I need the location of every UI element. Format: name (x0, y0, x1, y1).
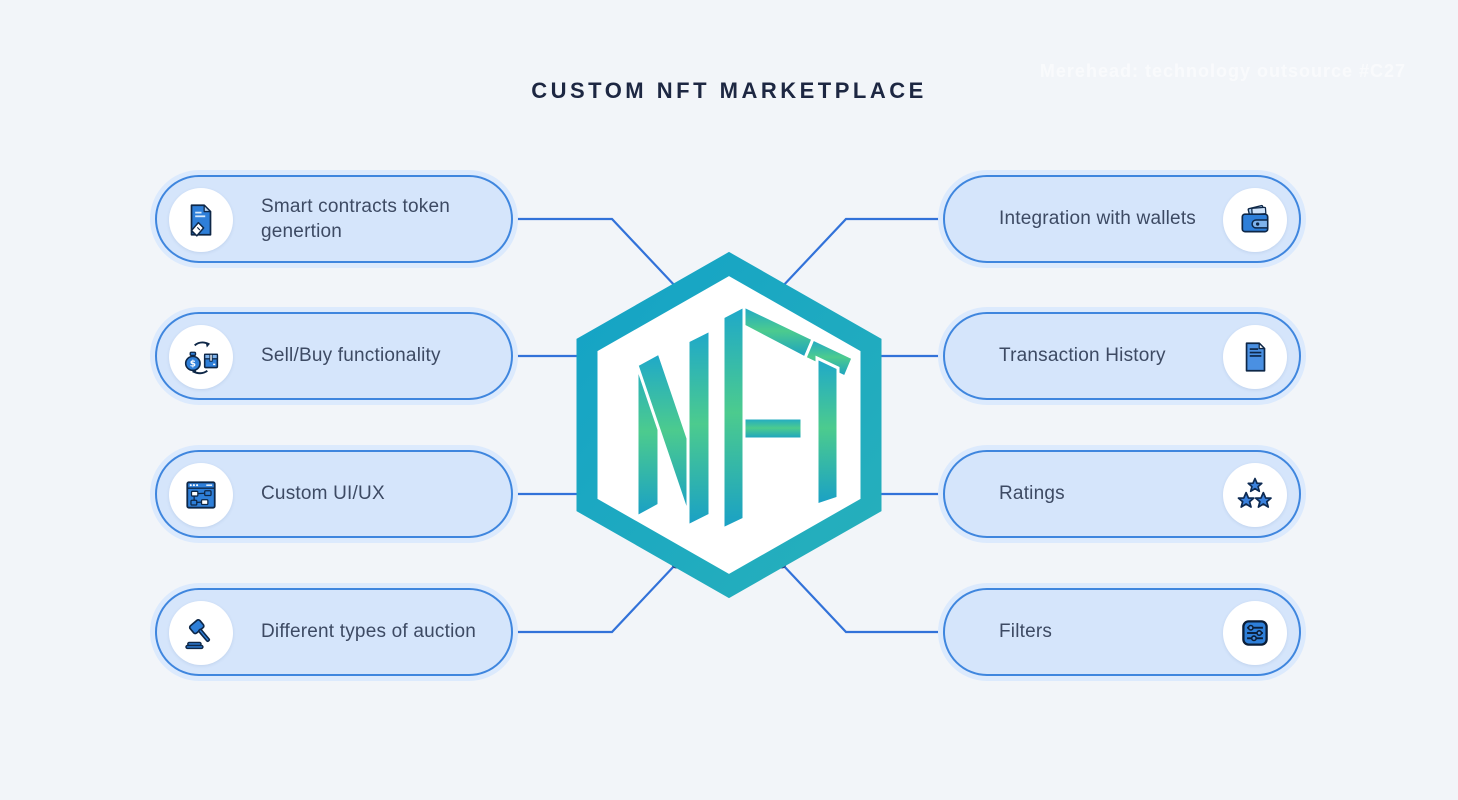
feature-pill-transaction-history: Transaction History (943, 312, 1301, 400)
feature-label: Sell/Buy functionality (261, 345, 441, 367)
sell-buy-exchange-icon: $ (184, 341, 219, 375)
auction-gavel-icon (185, 618, 211, 650)
feature-label: Ratings (999, 483, 1065, 505)
nft-hexagon-logo: NFT (575, 250, 883, 605)
svg-text:$: $ (190, 360, 196, 370)
feature-pill-smart-contracts: Smart contracts token genertion (155, 175, 513, 263)
icon-circle (1223, 463, 1287, 527)
feature-pill-custom-uiux: Custom UI/UX (155, 450, 513, 538)
feature-label: Custom UI/UX (261, 483, 385, 505)
filter-sliders-icon (1242, 620, 1268, 646)
ui-wireframe-icon (186, 481, 216, 509)
feature-pill-ratings: Ratings (943, 450, 1301, 538)
icon-circle (1223, 188, 1287, 252)
feature-pill-sell-buy: $ Sell/Buy functionality (155, 312, 513, 400)
feature-pill-filters: Filters (943, 588, 1301, 676)
nft-hexagon-icon (576, 251, 882, 599)
icon-circle (1223, 601, 1287, 665)
icon-circle (169, 463, 233, 527)
feature-label: Different types of auction (261, 621, 477, 643)
icon-circle (169, 601, 233, 665)
feature-pill-wallet-integration: Integration with wallets (943, 175, 1301, 263)
icon-circle: $ (169, 325, 233, 389)
feature-label: Smart contracts token genertion (261, 195, 450, 242)
page-title: CUSTOM NFT MARKETPLACE (531, 78, 927, 103)
rating-stars-icon (1237, 477, 1272, 508)
icon-circle (1223, 325, 1287, 389)
feature-label: Integration with wallets (999, 208, 1197, 230)
feature-pill-auction-types: Different types of auction (155, 588, 513, 676)
smart-contract-handshake-icon (190, 204, 212, 237)
icon-circle (169, 188, 233, 252)
watermark: Merehead: technology outsource #C27 (1039, 61, 1406, 81)
feature-label: Filters (999, 621, 1053, 643)
feature-label: Transaction History (999, 345, 1166, 367)
wallet-icon (1241, 204, 1269, 233)
transaction-document-icon (1245, 342, 1266, 372)
